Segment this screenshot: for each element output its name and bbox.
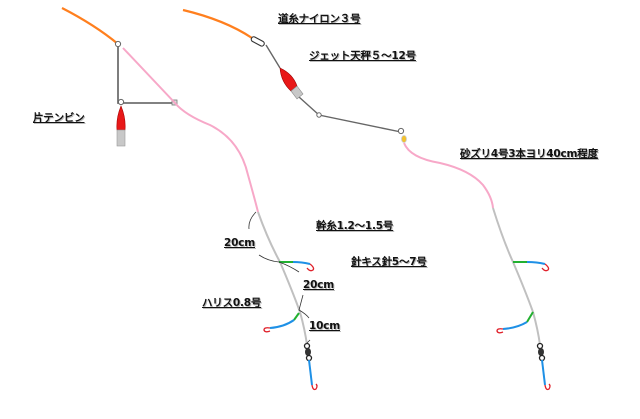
- jet-tenbin-end-ring: [397, 127, 405, 135]
- tenbin-ring-top: [114, 40, 122, 48]
- label-kata-tenbin: 片テンビン: [33, 112, 85, 124]
- left-sunazuri: [122, 47, 259, 213]
- jet-tenbin-joint: [316, 112, 322, 118]
- right-branch2-knot: [526, 311, 534, 323]
- label-sunazuri: 砂ズリ4号3本ヨリ40cm程度: [460, 148, 598, 160]
- right-main-line: [182, 8, 253, 39]
- right-mikiito: [492, 207, 541, 346]
- label-hook: 針キス針5～7号: [351, 256, 427, 268]
- dim-arc-top: [248, 211, 257, 230]
- left-rig-kata-tenbin: [61, 7, 318, 391]
- left-branch1-hook: [306, 263, 315, 272]
- label-middle-spacing: 20cm: [303, 279, 334, 291]
- right-top-swivel: [250, 36, 265, 47]
- left-branch2-harisu: [269, 319, 295, 329]
- left-swivel: [303, 342, 313, 362]
- right-sunazuri: [403, 142, 494, 209]
- label-upper-spacing: 20cm: [224, 237, 255, 249]
- dim-line-branch1: [258, 254, 300, 273]
- right-swivel: [536, 342, 546, 362]
- jet-tenbin-sinker: [279, 67, 298, 92]
- right-branch1-hook: [541, 263, 550, 272]
- left-sinker: [116, 105, 126, 131]
- left-end-hook: [311, 383, 318, 391]
- left-sinker-base: [116, 129, 126, 147]
- label-lower-spacing: 10cm: [309, 320, 340, 332]
- right-end-harisu: [541, 359, 546, 386]
- jet-tenbin-body: [290, 85, 304, 100]
- left-branch1-harisu: [292, 261, 311, 265]
- left-mikiito: [257, 211, 308, 346]
- dim-line-swivel: [305, 339, 311, 345]
- left-end-harisu: [308, 359, 313, 386]
- right-end-hook: [544, 383, 551, 391]
- label-main-line: 道糸ナイロン３号: [278, 13, 361, 25]
- right-branch2-hook: [496, 328, 504, 334]
- left-branch2-hook: [263, 327, 271, 333]
- tenbin-ring-bottom: [117, 98, 125, 106]
- right-branch1-harisu: [526, 261, 546, 265]
- left-branch2-knot: [293, 312, 300, 321]
- left-main-line: [61, 7, 119, 45]
- right-branch2-harisu: [502, 321, 528, 330]
- label-harisu: ハリス0.8号: [202, 297, 262, 309]
- kata-tenbin-arm: [117, 44, 175, 104]
- dim-line-branch2: [298, 294, 310, 319]
- yellow-bead: [401, 135, 407, 143]
- label-jet-tenbin: ジェット天秤５～12号: [309, 50, 416, 62]
- right-rig-jet-tenbin: [182, 8, 551, 391]
- label-mikiito: 幹糸1.2～1.5号: [316, 220, 394, 232]
